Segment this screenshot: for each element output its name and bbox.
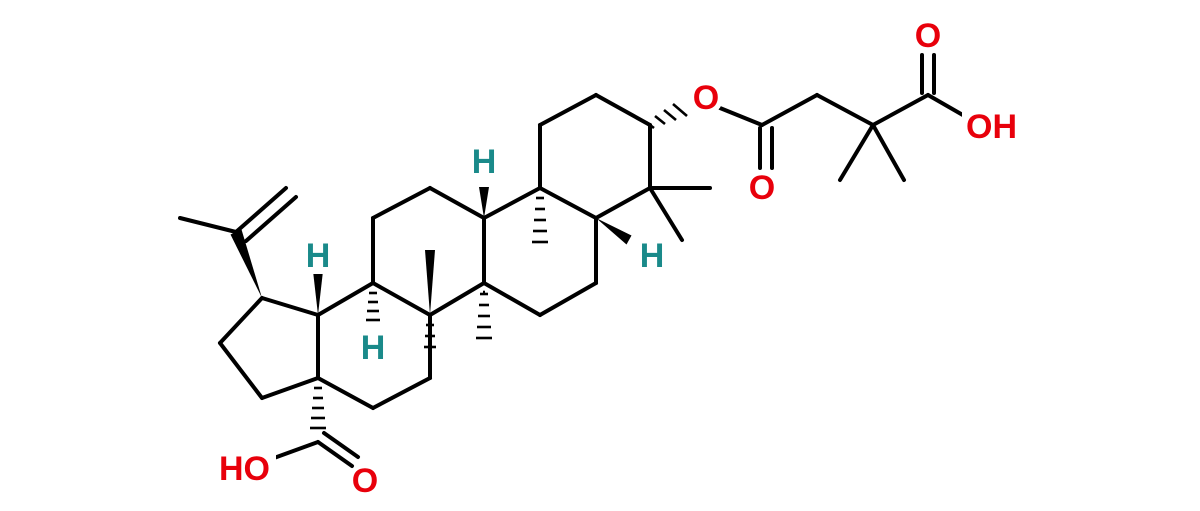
bond [648,186,684,242]
bond [272,440,320,460]
bond [482,281,542,317]
hash-bond [366,291,380,322]
bond [815,93,875,127]
bond [538,281,598,317]
bond [428,186,486,220]
acid-carbonyl-oxygen-label: O [915,17,941,55]
stereo-hydrogen-label: H [306,237,331,275]
bond [234,186,288,234]
acid-hydroxyl-label: OH [966,108,1017,146]
hash-bond [532,196,548,244]
bond [244,195,298,243]
acid-hydroxyl-label: HO [219,450,270,488]
bond [371,186,432,220]
wedge-bond [230,229,262,298]
bond [926,93,970,120]
stereo-hashes [310,103,688,430]
bond [718,106,764,127]
hash-bond [424,290,485,349]
bond [871,93,930,127]
bond [218,341,264,400]
hash-bond [645,103,688,130]
stereo-hydrogen-label: H [472,143,497,181]
stereo-hydrogen-label: H [361,329,386,367]
hash-bond [310,386,326,430]
wedge-bond [479,187,489,218]
bond [316,440,354,468]
atom-labels: O O O OH H H H H HO O [214,17,1024,500]
bond [482,186,542,220]
bond [371,281,432,317]
stereo-hydrogen-label: H [640,237,665,275]
bond [594,186,652,220]
ester-oxygen-label: O [693,79,719,117]
bond [428,281,486,317]
bond [316,281,375,317]
bond [538,93,598,127]
bond [594,93,652,127]
bond [218,296,264,345]
hash-bond [476,292,492,340]
bond [371,376,432,410]
wedge-bond [596,218,632,245]
bond [316,376,375,410]
bond [260,296,320,317]
bond [260,376,320,400]
bonds [178,53,970,468]
acid-carbonyl-oxygen-label: O [352,462,378,500]
bond [538,186,598,220]
stereo-wedges [230,187,632,315]
wedge-bond [313,271,323,315]
wedge-bond [425,250,435,315]
bond [760,93,819,127]
bond [838,123,875,182]
bond [871,123,906,182]
bond [178,216,238,234]
bond [322,431,360,459]
ester-carbonyl-oxygen-label: O [749,169,775,207]
